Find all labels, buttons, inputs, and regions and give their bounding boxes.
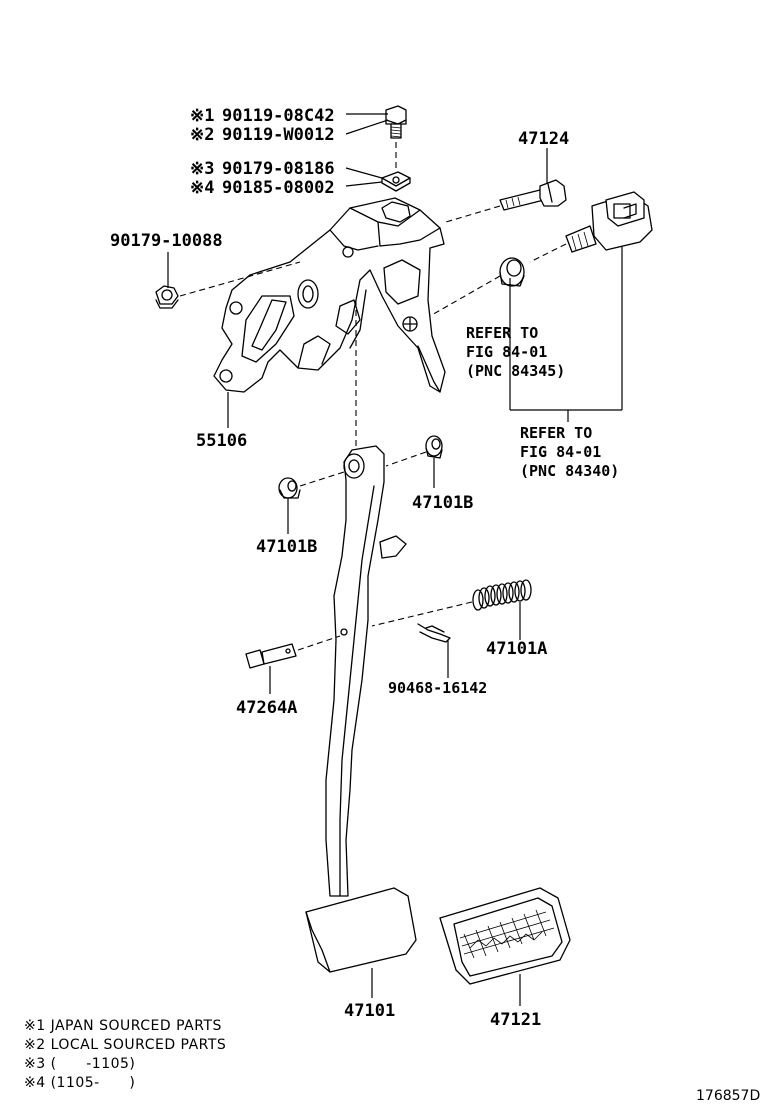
pedal-pad-47101-icon	[305, 887, 417, 973]
note-2: ※2 LOCAL SOURCED PARTS	[24, 1037, 226, 1053]
leader-bolt-pn2	[345, 119, 389, 135]
label-ref1-line3: (PNC 84345)	[466, 362, 565, 380]
label-55106: 55106	[196, 431, 247, 451]
label-ref2-line1: REFER TO	[520, 424, 592, 442]
pedal-pad-cover-47121-icon	[439, 887, 571, 985]
return-spring-47101a-icon	[472, 579, 532, 611]
stop-lamp-switch-icon	[565, 191, 653, 253]
bolt-47124-icon	[499, 179, 567, 211]
nut-assembly-line	[179, 261, 301, 297]
label-nut-mark3: ※3	[190, 159, 214, 179]
spring-assembly-line	[371, 601, 473, 627]
brake-pedal-arm-47101	[325, 445, 407, 897]
label-ref1-line1: REFER TO	[466, 324, 538, 342]
bushing-icon	[499, 257, 525, 287]
label-47101: 47101	[344, 1001, 395, 1021]
label-47121: 47121	[490, 1010, 541, 1030]
label-47124: 47124	[518, 129, 569, 149]
label-90468-16142: 90468-16142	[388, 679, 487, 697]
flange-nut-90179-10088-icon	[155, 285, 179, 309]
pedal-bracket-55106	[213, 197, 446, 393]
note-1: ※1 JAPAN SOURCED PARTS	[24, 1018, 222, 1034]
label-ref2-line2: FIG 84-01	[520, 443, 601, 461]
label-nut-pn3: 90179-08186	[222, 159, 335, 179]
label-bolt-pn2: 90119-W0012	[222, 125, 335, 145]
label-47264a: 47264A	[236, 698, 297, 718]
pin-assembly-line	[297, 635, 341, 651]
switch-assembly-line	[529, 243, 567, 263]
clip-90468-16142-icon	[417, 623, 451, 643]
label-47101b-right: 47101B	[412, 493, 473, 513]
bolt-47124-assembly-line	[445, 205, 501, 223]
label-bolt-mark2: ※2	[190, 125, 214, 145]
bushing-47101b-left-icon	[278, 477, 301, 499]
bolt-90119-icon	[385, 105, 407, 139]
bushing-left-line	[299, 471, 345, 487]
label-90179-10088: 90179-10088	[110, 231, 223, 251]
note-4: ※4 (1105- )	[24, 1075, 135, 1091]
bushing-assembly-line	[429, 275, 501, 317]
leader-nut-pn3	[345, 167, 383, 179]
label-nut-mark4: ※4	[190, 178, 214, 198]
label-bolt-pn1: 90119-08C42	[222, 106, 335, 126]
label-bolt-mark1: ※1	[190, 106, 214, 126]
label-nut-pn4: 90185-08002	[222, 178, 335, 198]
label-ref2-line3: (PNC 84340)	[520, 462, 619, 480]
note-3: ※3 ( -1105)	[24, 1056, 135, 1072]
label-ref1-line2: FIG 84-01	[466, 343, 547, 361]
pin-47264a-icon	[245, 643, 297, 669]
clip-nut-icon	[381, 171, 411, 192]
bushing-47101b-right-icon	[425, 435, 443, 459]
figure-id: 176857D	[696, 1088, 760, 1104]
label-47101b-left: 47101B	[256, 537, 317, 557]
leader-nut-pn4	[345, 181, 383, 187]
label-47101a: 47101A	[486, 639, 547, 659]
bushing-right-line	[385, 451, 427, 467]
